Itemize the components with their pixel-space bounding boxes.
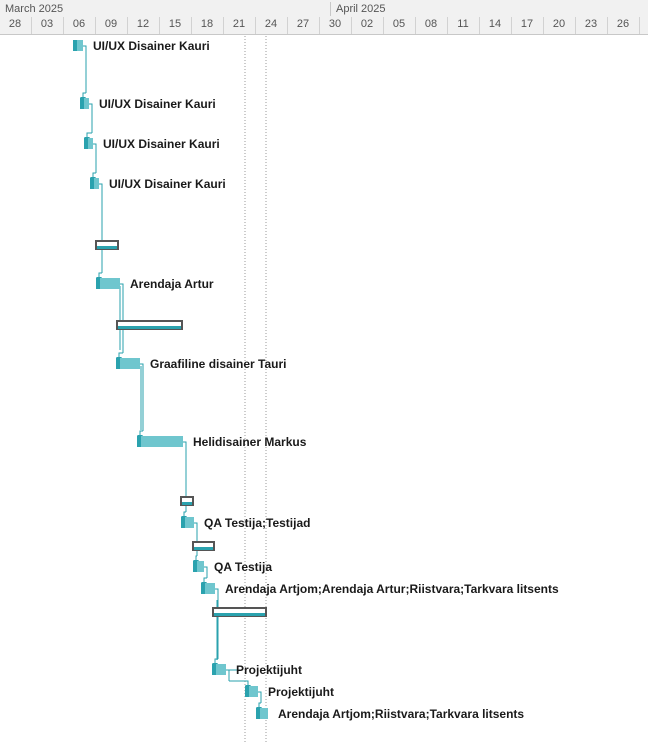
day-cell: 12 — [127, 17, 158, 34]
task-bar-progress — [212, 664, 216, 675]
task-bar-progress — [181, 517, 185, 528]
day-cell: 08 — [415, 17, 446, 34]
dependency-link — [194, 522, 198, 556]
dependency-link — [183, 441, 187, 512]
day-cell: 28 — [0, 17, 30, 34]
task-bar — [80, 98, 89, 109]
dependency-link — [204, 566, 208, 578]
task-resource-label: QA Testija;Testijad — [204, 516, 311, 530]
day-cell: 18 — [191, 17, 222, 34]
dependency-link — [82, 92, 86, 98]
dependency-link — [258, 702, 261, 708]
task-bar-progress — [90, 178, 94, 189]
dependency-link — [89, 103, 93, 133]
task-bar-progress — [256, 708, 260, 719]
month-march: March 2025 — [5, 3, 64, 15]
day-cell: 26 — [607, 17, 638, 34]
month-april: April 2025 — [330, 2, 386, 16]
day-cell: 09 — [95, 17, 126, 34]
dependency-link — [99, 183, 103, 273]
task-resource-label: UI/UX Disainer Kauri — [93, 39, 210, 53]
task-bar-progress — [84, 138, 88, 149]
task-bar — [245, 686, 258, 697]
task-bar — [256, 708, 268, 719]
day-cell: 27 — [287, 17, 318, 34]
dependency-link — [203, 577, 207, 583]
day-cell: 05 — [383, 17, 414, 34]
task-bar — [84, 138, 93, 149]
task-bar — [193, 561, 204, 572]
dependency-link — [118, 352, 123, 358]
day-cell: 24 — [255, 17, 286, 34]
day-cell: 29 — [639, 17, 648, 34]
day-cell: 15 — [159, 17, 190, 34]
dependency-link — [229, 680, 249, 686]
task-bar-progress — [137, 436, 141, 447]
task-bar-progress — [96, 278, 100, 289]
task-resource-label: Projektijuht — [268, 685, 335, 699]
day-cell: 06 — [63, 17, 94, 34]
dependency-link — [195, 555, 197, 561]
task-resource-label: UI/UX Disainer Kauri — [109, 177, 226, 191]
day-cell: 03 — [31, 17, 62, 34]
dependency-link — [93, 143, 97, 173]
summary-bar-fill — [194, 547, 213, 550]
task-bar-progress — [116, 358, 120, 369]
dependency-link — [98, 272, 102, 278]
task-bar — [96, 278, 120, 289]
summary-bar-fill — [118, 326, 181, 329]
task-bar — [116, 358, 140, 369]
task-bar — [181, 517, 194, 528]
task-bar-progress — [80, 98, 84, 109]
task-bar-progress — [73, 40, 77, 51]
task-resource-label: Graafiline disainer Tauri — [150, 357, 287, 371]
task-bar — [201, 583, 215, 594]
dependency-link — [86, 132, 92, 138]
summary-bar-fill — [214, 613, 265, 616]
summary-bar-fill — [97, 246, 117, 249]
task-bar-progress — [245, 686, 249, 697]
task-bar-progress — [193, 561, 197, 572]
day-cell: 14 — [479, 17, 510, 34]
task-resource-label: Arendaja Artjom;Riistvara;Tarkvara litse… — [278, 707, 525, 721]
task-bar — [90, 178, 99, 189]
task-bar — [73, 40, 83, 51]
dependency-link — [83, 45, 87, 93]
day-cell: 02 — [351, 17, 382, 34]
day-cell: 21 — [223, 17, 254, 34]
dependency-link — [226, 669, 230, 681]
task-bar — [212, 664, 226, 675]
task-resource-label: UI/UX Disainer Kauri — [99, 97, 216, 111]
day-cell: 17 — [511, 17, 542, 34]
dependency-link — [215, 588, 219, 659]
dependency-link — [258, 691, 262, 703]
day-cell: 30 — [319, 17, 350, 34]
task-resource-label: Arendaja Artjom;Arendaja Artur;Riistvara… — [225, 582, 559, 596]
day-cell: 11 — [447, 17, 478, 34]
dependency-link — [140, 363, 144, 431]
summary-bar-fill — [182, 502, 192, 505]
day-cell: 23 — [575, 17, 606, 34]
dependency-link — [183, 511, 186, 517]
task-resource-label: Helidisainer Markus — [193, 435, 307, 449]
task-bar-progress — [201, 583, 205, 594]
task-bar — [137, 436, 183, 447]
task-resource-label: UI/UX Disainer Kauri — [103, 137, 220, 151]
dependency-link — [92, 172, 96, 178]
task-resource-label: Arendaja Artur — [130, 277, 214, 291]
day-cell: 20 — [543, 17, 574, 34]
task-resource-label: Projektijuht — [236, 663, 303, 677]
task-resource-label: QA Testija — [214, 560, 273, 574]
dependency-link — [139, 430, 143, 436]
